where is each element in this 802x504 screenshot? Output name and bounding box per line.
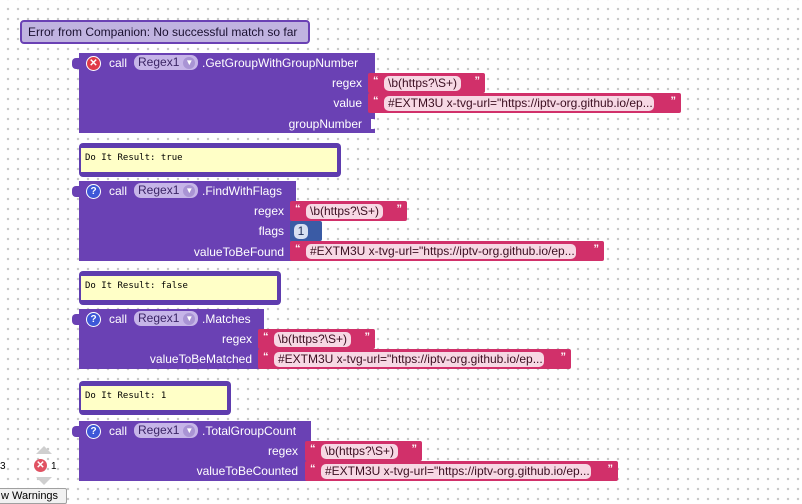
string-value[interactable]: #EXTM3U x-tvg-url="https://iptv-org.gith… [274, 352, 544, 367]
question-icon[interactable]: ? [86, 424, 101, 439]
component-dropdown[interactable]: Regex1▼ [134, 55, 199, 70]
call-keyword: call [109, 184, 128, 198]
warning-up-arrow-icon[interactable] [36, 446, 52, 454]
param-label-flags: flags [258, 224, 284, 238]
string-value[interactable]: #EXTM3U x-tvg-url="https://iptv-org.gith… [321, 464, 591, 479]
call-keyword: call [109, 312, 128, 326]
empty-input-socket[interactable] [371, 119, 377, 129]
component-name: Regex1 [138, 311, 180, 325]
block-connector [72, 58, 80, 69]
string-block-value[interactable]: “ #EXTM3U x-tvg-url="https://iptv-org.gi… [368, 93, 681, 113]
component-name: Regex1 [138, 183, 180, 197]
block-body[interactable] [79, 53, 375, 133]
string-value[interactable]: #EXTM3U x-tvg-url="https://iptv-org.gith… [306, 244, 576, 259]
string-value[interactable]: #EXTM3U x-tvg-url="https://iptv-org.gith… [384, 96, 654, 111]
string-value[interactable]: \b(https?\S+) [384, 76, 462, 91]
block-connector [72, 314, 80, 325]
param-label-regex: regex [331, 76, 362, 90]
string-block-regex[interactable]: “ \b(https?\S+) ” [258, 329, 375, 349]
result-text: Do It Result: true [81, 148, 337, 172]
param-label-value-to-be-matched: valueToBeMatched [149, 352, 252, 366]
string-block-regex[interactable]: “ \b(https?\S+) ” [368, 73, 485, 93]
block-connector [72, 186, 80, 197]
number-value[interactable]: 1 [294, 224, 308, 239]
method-name: .GetGroupWithGroupNumber [202, 56, 359, 70]
string-block-regex[interactable]: “ \b(https?\S+) ” [305, 441, 422, 461]
call-keyword: call [109, 56, 128, 70]
string-block-value[interactable]: “ #EXTM3U x-tvg-url="https://iptv-org.gi… [258, 349, 571, 369]
param-label-regex: regex [221, 332, 252, 346]
param-label-group-number: groupNumber [288, 117, 362, 131]
chevron-down-icon: ▼ [183, 313, 196, 325]
string-block-value[interactable]: “ #EXTM3U x-tvg-url="https://iptv-org.gi… [305, 461, 618, 481]
component-dropdown[interactable]: Regex1▼ [134, 311, 199, 326]
result-text: Do It Result: 1 [81, 386, 227, 410]
string-block-regex[interactable]: “ \b(https?\S+) ” [290, 201, 407, 221]
param-label-value: value [333, 96, 362, 110]
component-name: Regex1 [138, 423, 180, 437]
warning-count: 3 [0, 461, 6, 472]
error-x-icon[interactable]: ✕ [86, 56, 101, 71]
string-value[interactable]: \b(https?\S+) [274, 332, 352, 347]
call-keyword: call [109, 424, 128, 438]
method-name: .TotalGroupCount [202, 424, 297, 438]
question-icon[interactable]: ? [86, 312, 101, 327]
param-label-regex: regex [267, 444, 298, 458]
error-count: 1 [51, 461, 57, 472]
question-icon[interactable]: ? [86, 184, 101, 199]
error-bubble-text: Error from Companion: No successful matc… [28, 25, 298, 39]
chevron-down-icon: ▼ [183, 185, 196, 197]
string-block-value[interactable]: “ #EXTM3U x-tvg-url="https://iptv-org.gi… [290, 241, 604, 261]
chevron-down-icon: ▼ [183, 57, 196, 69]
block-connector [72, 426, 80, 437]
error-x-icon: ✕ [34, 459, 47, 472]
component-dropdown[interactable]: Regex1▼ [134, 183, 199, 198]
string-value[interactable]: \b(https?\S+) [306, 204, 384, 219]
result-text: Do It Result: false [81, 276, 277, 300]
component-name: Regex1 [138, 55, 180, 69]
method-name: .FindWithFlags [202, 184, 283, 198]
param-label-value-to-be-found: valueToBeFound [193, 245, 284, 259]
param-label-value-to-be-counted: valueToBeCounted [196, 464, 298, 478]
warning-down-arrow-icon[interactable] [36, 477, 52, 485]
chevron-down-icon: ▼ [183, 425, 196, 437]
method-name: .Matches [202, 312, 251, 326]
number-block-flags[interactable]: 1 [290, 221, 322, 241]
string-value[interactable]: \b(https?\S+) [321, 444, 399, 459]
component-dropdown[interactable]: Regex1▼ [134, 423, 199, 438]
param-label-regex: regex [253, 204, 284, 218]
error-bubble: Error from Companion: No successful matc… [20, 20, 310, 44]
